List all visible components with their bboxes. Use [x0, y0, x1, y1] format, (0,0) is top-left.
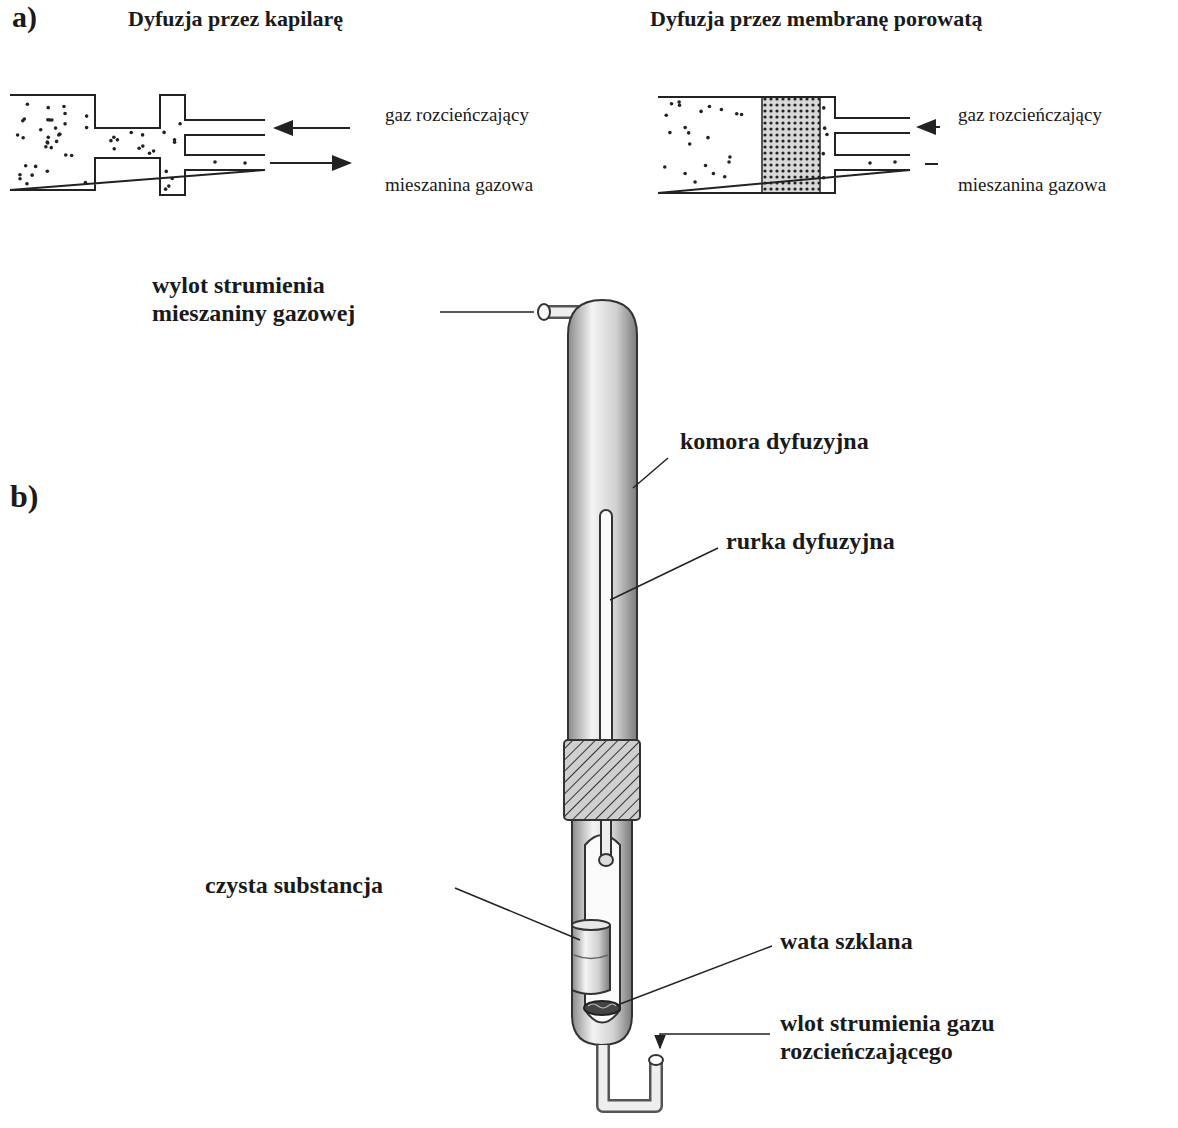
inflow-arrow — [275, 127, 350, 129]
part-letter: a) — [12, 0, 37, 35]
part-label: czysta substancja — [205, 872, 383, 900]
part-label: wlot strumienia gazu rozcieńczającego — [780, 1010, 1050, 1065]
inflow-arrow — [918, 126, 940, 128]
flow-label: gaz rozcieńczający — [958, 104, 1102, 126]
capillary-device — [10, 95, 265, 195]
flow-label: gaz rozcieńczający — [385, 104, 529, 126]
gas-dots — [663, 100, 897, 184]
diffusion-chamber — [538, 300, 663, 1106]
part-label: wata szklana — [780, 928, 913, 956]
part-letter: b) — [10, 478, 38, 515]
outflow-arrow — [270, 162, 350, 164]
part-label: wylot strumienia mieszaniny gazowej — [152, 272, 402, 327]
leader-lines — [440, 312, 772, 1048]
part-label: rurka dyfuzyjna — [726, 528, 895, 556]
part-label: komora dyfuzyjna — [680, 428, 869, 456]
membrane-device — [658, 97, 910, 193]
section-heading: Dyfuzja przez kapilarę — [128, 6, 343, 31]
flow-label: mieszanina gazowa — [385, 174, 533, 196]
flow-label: mieszanina gazowa — [958, 174, 1106, 196]
gas-dots — [16, 102, 247, 190]
outflow-mark — [925, 163, 938, 165]
section-heading: Dyfuzja przez membranę porowatą — [650, 6, 983, 31]
